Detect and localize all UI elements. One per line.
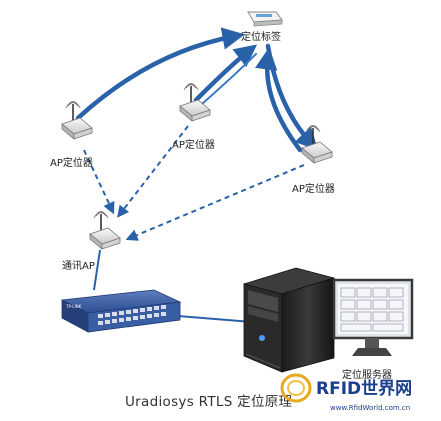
antenna-icon bbox=[65, 101, 81, 122]
cable-comm-to-switch bbox=[93, 249, 101, 291]
watermark-brand: RFID世界网 bbox=[316, 379, 412, 399]
ap-locator-left bbox=[61, 101, 93, 140]
power-led-icon bbox=[259, 335, 265, 341]
arc-right-ap-from-tag bbox=[265, 43, 319, 151]
cable-switch-to-server bbox=[177, 315, 253, 323]
ap-locator-right bbox=[301, 125, 333, 164]
switch-ports bbox=[98, 305, 166, 325]
ap-left-label: AP定位器 bbox=[50, 156, 93, 169]
comm-ap bbox=[89, 211, 121, 250]
tag-label: 定位标签 bbox=[241, 30, 281, 43]
switch-brand: TP-LINK bbox=[65, 304, 82, 309]
comm-ap-label: 通讯AP bbox=[62, 260, 95, 272]
antenna-icon bbox=[305, 125, 321, 146]
server-tower bbox=[242, 267, 336, 373]
ap-center-label: AP定位器 bbox=[172, 138, 215, 151]
network-switch: TP-LINK bbox=[60, 289, 182, 333]
arc-center-ap-to-tag-2 bbox=[201, 53, 257, 105]
arc-right-ap-to-tag bbox=[255, 47, 303, 153]
signal-arcs bbox=[75, 27, 319, 153]
watermark-url: www.RfidWorld.com.cn bbox=[330, 404, 410, 412]
antenna-icon bbox=[183, 83, 199, 104]
ap-locator-center bbox=[179, 83, 211, 122]
arc-left-ap-to-tag bbox=[75, 27, 245, 121]
positioning-tag: 定位标签 bbox=[241, 11, 283, 43]
dash-left-ap-to-comm bbox=[83, 149, 115, 215]
antenna-icon bbox=[93, 211, 109, 232]
ap-right-label: AP定位器 bbox=[292, 182, 335, 195]
arc-center-ap-to-tag bbox=[193, 44, 258, 103]
diagram-caption: Uradiosys RTLS 定位原理 bbox=[125, 394, 293, 410]
monitor-screen-grid bbox=[340, 287, 404, 332]
rfid-world-watermark: RFID世界网 www.RfidWorld.com.cn bbox=[280, 373, 412, 412]
server-label: 定位服务器 bbox=[342, 368, 392, 381]
cables bbox=[93, 249, 253, 323]
dash-center-ap-to-comm bbox=[117, 125, 189, 218]
data-links bbox=[83, 125, 305, 241]
dash-right-ap-to-comm bbox=[125, 164, 305, 241]
server-monitor bbox=[332, 278, 414, 356]
